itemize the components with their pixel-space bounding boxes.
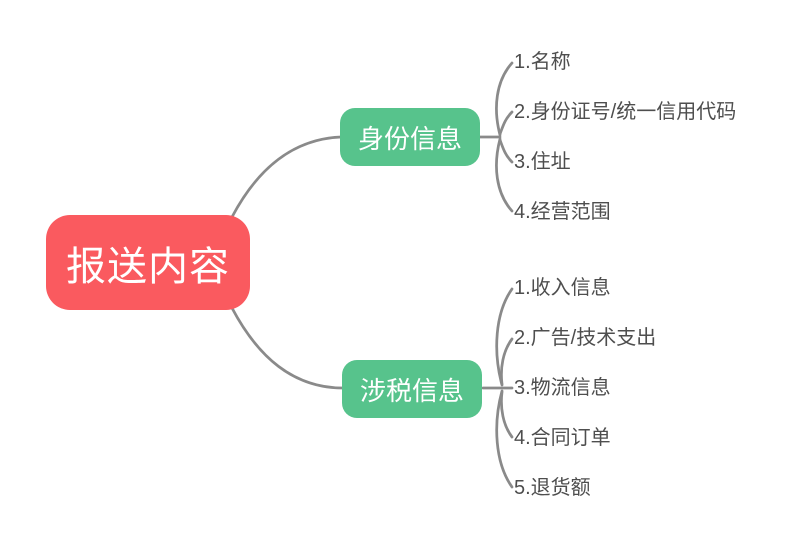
leaf-node[interactable]: 3.住址 (514, 151, 571, 173)
connector-branch1-child3 (498, 138, 514, 164)
connector-branch1-child4 (495, 137, 514, 213)
leaf-node[interactable]: 2.身份证号/统一信用代码 (514, 101, 737, 123)
branch-node-identity-info[interactable]: 身份信息 (340, 108, 480, 166)
connector-root-branch2 (230, 306, 345, 390)
leaf-node[interactable]: 1.名称 (514, 51, 571, 73)
root-node[interactable]: 报送内容 (46, 215, 250, 310)
connector-branch1-child2 (498, 110, 514, 136)
connector-root-branch1 (230, 135, 343, 219)
connector-branch2-child2 (500, 337, 514, 386)
branch-node-tax-info[interactable]: 涉税信息 (342, 360, 482, 418)
leaf-node[interactable]: 5.退货额 (514, 477, 591, 499)
leaf-node[interactable]: 4.经营范围 (514, 201, 611, 223)
leaf-node[interactable]: 4.合同订单 (514, 427, 611, 449)
leaf-node[interactable]: 3.物流信息 (514, 377, 611, 399)
connector-branch2-child4 (500, 390, 514, 439)
connector-branch2-child5 (495, 389, 514, 489)
connector-branch2-child1 (495, 287, 514, 387)
leaf-node[interactable]: 1.收入信息 (514, 277, 611, 299)
connector-branch1-child1 (495, 61, 514, 137)
leaf-node[interactable]: 2.广告/技术支出 (514, 327, 657, 349)
